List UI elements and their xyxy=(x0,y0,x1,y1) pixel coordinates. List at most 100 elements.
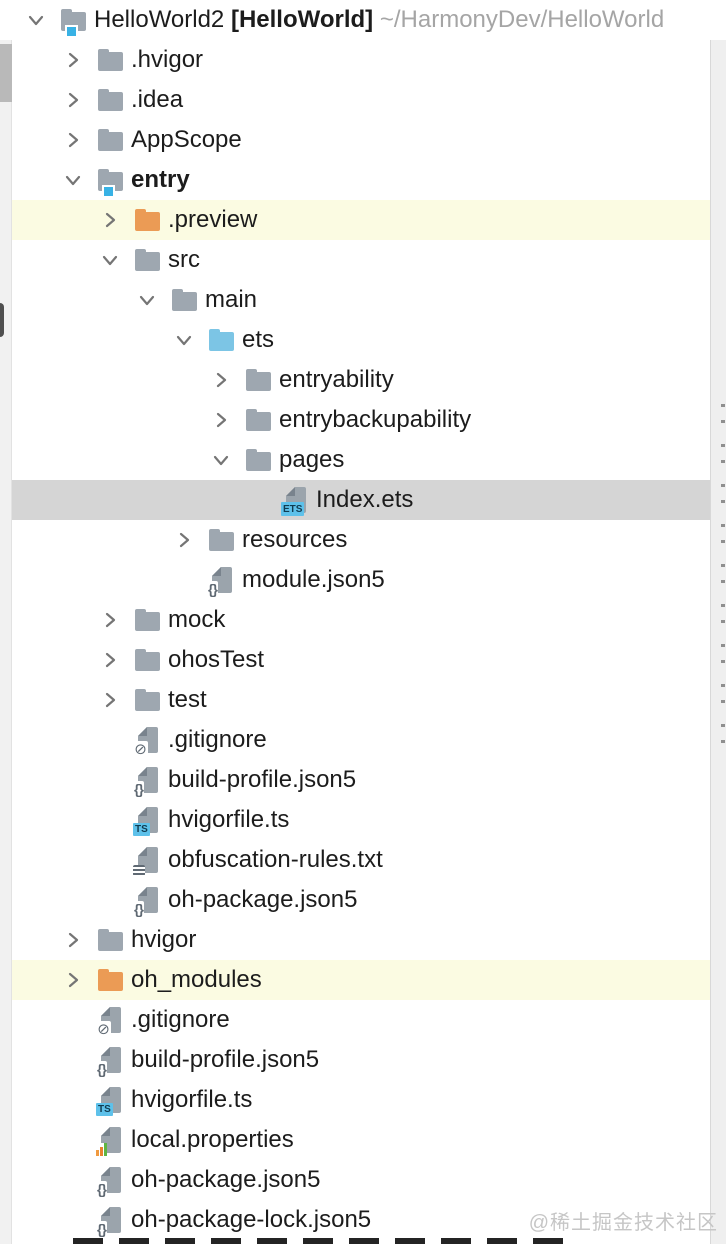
excluded-folder-icon xyxy=(98,967,124,993)
tree-row[interactable]: entryability xyxy=(12,360,710,400)
tree-item-label: ets xyxy=(242,326,275,353)
tree-row[interactable]: ohosTest xyxy=(12,640,710,680)
module-badge xyxy=(65,25,78,38)
expand-toggle-closed[interactable] xyxy=(61,48,85,72)
json5-file-icon: {} xyxy=(96,1047,121,1077)
clipped-content-mark xyxy=(721,500,725,503)
chevron-right-icon xyxy=(68,932,79,948)
tree-item-label: build-profile.json5 xyxy=(168,766,357,793)
project-root-label: HelloWorld2 [HelloWorld] ~/HarmonyDev/He… xyxy=(94,0,664,40)
tree-row[interactable]: test xyxy=(12,680,710,720)
clipped-content-mark xyxy=(721,460,725,463)
clipped-content-mark xyxy=(721,524,725,527)
expand-toggle-closed[interactable] xyxy=(209,368,233,392)
tree-row[interactable]: {}oh-package-lock.json5 xyxy=(12,1200,710,1240)
tree-row[interactable]: {} build-profile.json5 xyxy=(12,760,710,800)
tree-row[interactable]: AppScope xyxy=(12,120,710,160)
expand-toggle-closed[interactable] xyxy=(172,528,196,552)
expand-toggle-closed[interactable] xyxy=(61,928,85,952)
tree-row[interactable]: obfuscation-rules.txt xyxy=(12,840,710,880)
folder-icon xyxy=(98,927,124,953)
tree-row[interactable]: entry xyxy=(12,160,710,200)
source-folder-icon xyxy=(209,327,235,353)
tree-row[interactable]: ⊘.gitignore xyxy=(12,1000,710,1040)
clipped-content-mark xyxy=(721,660,725,663)
tree-item-label: .gitignore xyxy=(168,726,267,753)
expand-toggle-closed[interactable] xyxy=(61,128,85,152)
tree-row[interactable]: oh_modules xyxy=(12,960,710,1000)
chevron-placeholder xyxy=(98,728,122,752)
tree-item-label: oh_modules xyxy=(131,966,262,993)
module-badge xyxy=(102,185,115,198)
tree-row[interactable]: entrybackupability xyxy=(12,400,710,440)
tree-row[interactable]: {}module.json5 xyxy=(12,560,710,600)
ets-file-icon: ETS xyxy=(281,487,306,516)
expand-toggle-closed[interactable] xyxy=(98,208,122,232)
tree-row[interactable]: src xyxy=(12,240,710,280)
tool-window-edge-mark xyxy=(0,303,4,337)
expand-toggle-closed[interactable] xyxy=(98,688,122,712)
tree-row[interactable]: main xyxy=(12,280,710,320)
properties-file-icon xyxy=(96,1127,121,1156)
chevron-right-icon xyxy=(105,612,116,628)
tree-row[interactable]: ⊘.gitignore xyxy=(12,720,710,760)
tree-row[interactable]: mock xyxy=(12,600,710,640)
clipped-content-mark xyxy=(721,620,725,623)
tree-row[interactable]: {}oh-package.json5 xyxy=(12,1160,710,1200)
clipped-content-mark xyxy=(721,404,725,407)
tree-item-label: .idea xyxy=(131,86,184,113)
tree-item-label: main xyxy=(205,286,258,313)
tree-row[interactable]: local.properties xyxy=(12,1120,710,1160)
tree-item-label: local.properties xyxy=(131,1126,294,1153)
tree-item-label: module.json5 xyxy=(242,566,385,593)
project-path: ~/HarmonyDev/HelloWorld xyxy=(379,6,665,33)
expand-toggle-open[interactable] xyxy=(135,288,159,312)
chevron-placeholder xyxy=(246,488,270,512)
tree-item-label: build-profile.json5 xyxy=(131,1046,320,1073)
tree-row[interactable]: hvigor xyxy=(12,920,710,960)
expand-toggle-closed[interactable] xyxy=(98,648,122,672)
tree-row[interactable]: .idea xyxy=(12,80,710,120)
folder-icon xyxy=(135,647,161,673)
clipped-content-mark xyxy=(721,684,725,687)
folder-icon xyxy=(98,127,124,153)
expand-toggle-closed[interactable] xyxy=(61,88,85,112)
left-scrollbar-thumb[interactable] xyxy=(0,44,12,102)
tree-item-label: Index.ets xyxy=(316,486,414,513)
left-scrollbar-track[interactable] xyxy=(0,40,12,1244)
tree-row[interactable]: resources xyxy=(12,520,710,560)
chevron-placeholder xyxy=(61,1208,85,1232)
expand-toggle-open[interactable] xyxy=(172,328,196,352)
json5-file-icon: {} xyxy=(133,767,158,797)
gitignore-file-icon: ⊘ xyxy=(96,1007,121,1038)
folder-icon xyxy=(246,447,272,473)
expand-toggle-closed[interactable] xyxy=(98,608,122,632)
chevron-right-icon xyxy=(68,52,79,68)
folder-icon xyxy=(135,607,161,633)
tree-row-project-root[interactable]: HelloWorld2 [HelloWorld] ~/HarmonyDev/He… xyxy=(12,0,726,40)
chevron-right-icon xyxy=(105,212,116,228)
chevron-right-icon xyxy=(179,532,190,548)
tree-row[interactable]: {}oh-package.json5 xyxy=(12,880,710,920)
tree-row[interactable]: ets xyxy=(12,320,710,360)
expand-toggle-open[interactable] xyxy=(209,448,233,472)
tree-row[interactable]: ETS Index.ets xyxy=(12,480,710,520)
expand-toggle-open[interactable] xyxy=(24,8,48,32)
expand-toggle-closed[interactable] xyxy=(209,408,233,432)
expand-toggle-closed[interactable] xyxy=(61,968,85,992)
folder-icon xyxy=(209,527,235,553)
tree-item-label: entryability xyxy=(279,366,394,393)
clipped-content-mark xyxy=(721,564,725,567)
tree-row[interactable]: .hvigor xyxy=(12,40,710,80)
tree-item-label: hvigorfile.ts xyxy=(131,1086,253,1113)
expand-toggle-open[interactable] xyxy=(98,248,122,272)
chevron-right-icon xyxy=(216,412,227,428)
tree-row[interactable]: {} build-profile.json5 xyxy=(12,1040,710,1080)
tree-row[interactable]: .preview xyxy=(12,200,710,240)
tree-row[interactable]: pages xyxy=(12,440,710,480)
expand-toggle-open[interactable] xyxy=(61,168,85,192)
